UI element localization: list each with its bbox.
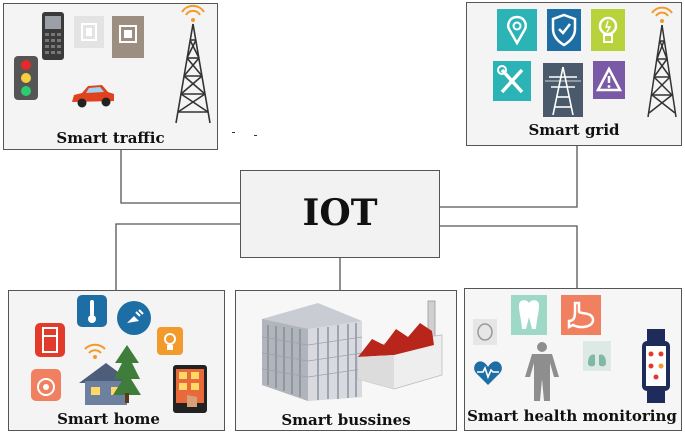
tools-icon [493, 61, 531, 101]
connector-home [115, 223, 240, 290]
factory-icon [357, 300, 443, 390]
smart-home-box: Smart home [8, 290, 225, 431]
smart-health-label: Smart health monitoring [467, 407, 677, 425]
smart-device-icon [112, 16, 144, 58]
refrigerator-icon [35, 323, 65, 357]
stomach-icon [561, 295, 601, 335]
traffic-light-icon [14, 56, 38, 100]
smart-business-box: Smart bussines [235, 290, 457, 431]
connector-traffic [120, 150, 240, 204]
light-bulb-icon [157, 327, 183, 355]
iot-center-box: IOT [240, 170, 440, 258]
smart-health-box: Smart health monitoring [464, 288, 682, 431]
warning-icon [593, 61, 625, 99]
stray-mark [232, 132, 235, 133]
smart-business-label: Smart bussines [281, 411, 411, 429]
mobile-phone-icon [42, 12, 64, 60]
heart-rate-icon [474, 361, 502, 385]
office-building-icon [261, 303, 363, 401]
light-bulb-icon [591, 9, 625, 51]
tablet-control-icon [173, 365, 207, 413]
smart-home-label: Smart home [57, 410, 160, 428]
human-body-icon [525, 342, 559, 401]
connector-grid [440, 146, 578, 208]
car-icon [72, 85, 114, 108]
lungs-icon [583, 341, 611, 371]
smartwatch-icon [642, 329, 670, 403]
chip-icon [74, 16, 104, 48]
shield-icon [547, 9, 581, 51]
tooth-icon [511, 295, 547, 335]
plug-icon [117, 301, 151, 335]
tree-icon [113, 345, 141, 403]
smart-grid-label: Smart grid [528, 121, 620, 139]
iot-title: IOT [302, 192, 378, 234]
power-pylon-icon [543, 63, 583, 117]
smart-traffic-box: Smart traffic [3, 3, 218, 150]
connector-health [440, 225, 578, 288]
signal-tower-icon [647, 6, 677, 118]
smart-grid-box: Smart grid [466, 2, 682, 146]
stray-mark [254, 135, 257, 136]
smart-traffic-label: Smart traffic [56, 129, 165, 147]
brain-scan-icon [473, 319, 497, 345]
washing-machine-icon [31, 369, 61, 401]
signal-tower-icon [175, 5, 211, 124]
location-pin-icon [497, 9, 537, 51]
wifi-icon [84, 343, 106, 359]
thermometer-icon [77, 295, 107, 327]
